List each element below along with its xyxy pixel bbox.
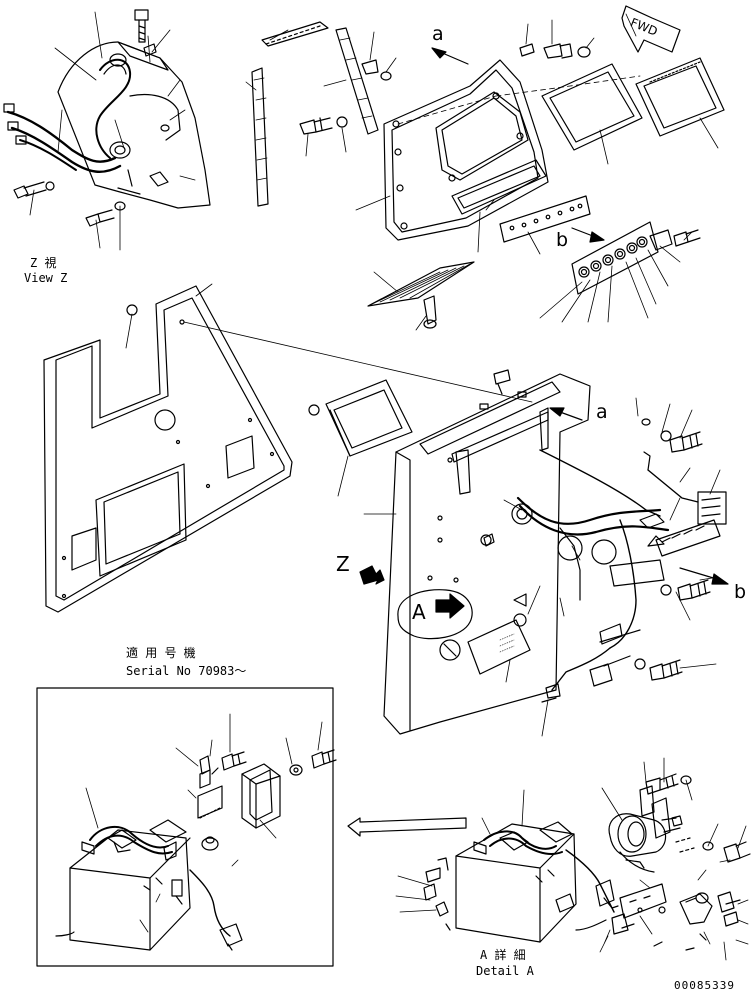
dash-panel-large bbox=[44, 284, 292, 612]
top-console-assembly bbox=[246, 20, 724, 330]
detail-a-assembly bbox=[348, 758, 750, 960]
view-z-label-en: View Z bbox=[24, 271, 68, 285]
detail-a-label-en: Detail A bbox=[476, 964, 534, 978]
serial-label-jp: 適 用 号 機 bbox=[126, 646, 196, 660]
main-dash-assembly bbox=[309, 370, 728, 736]
view-z-label-jp: Z 視 bbox=[30, 256, 57, 270]
view-z-callout: Z bbox=[336, 552, 350, 576]
detail-a-bubble bbox=[398, 590, 472, 639]
detail-a-callout: A bbox=[412, 600, 426, 624]
callout-b-right: b bbox=[734, 581, 747, 603]
callout-a-right: a bbox=[596, 401, 608, 423]
view-z-assembly bbox=[4, 10, 210, 250]
reference-line bbox=[184, 322, 532, 402]
fwd-arrow-icon bbox=[622, 6, 680, 52]
detail-a-label-jp: A 詳 細 bbox=[480, 948, 526, 962]
serial-detail-assembly bbox=[56, 714, 336, 950]
drawing-number: 00085339 bbox=[674, 979, 735, 992]
serial-detail-box bbox=[37, 688, 333, 966]
view-z-arrow-icon bbox=[360, 566, 384, 584]
serial-label-en: Serial No 70983～ bbox=[126, 664, 247, 678]
callout-a-top: a bbox=[432, 23, 444, 45]
bolt-icon bbox=[135, 10, 148, 42]
callout-b-top: b bbox=[556, 229, 569, 251]
